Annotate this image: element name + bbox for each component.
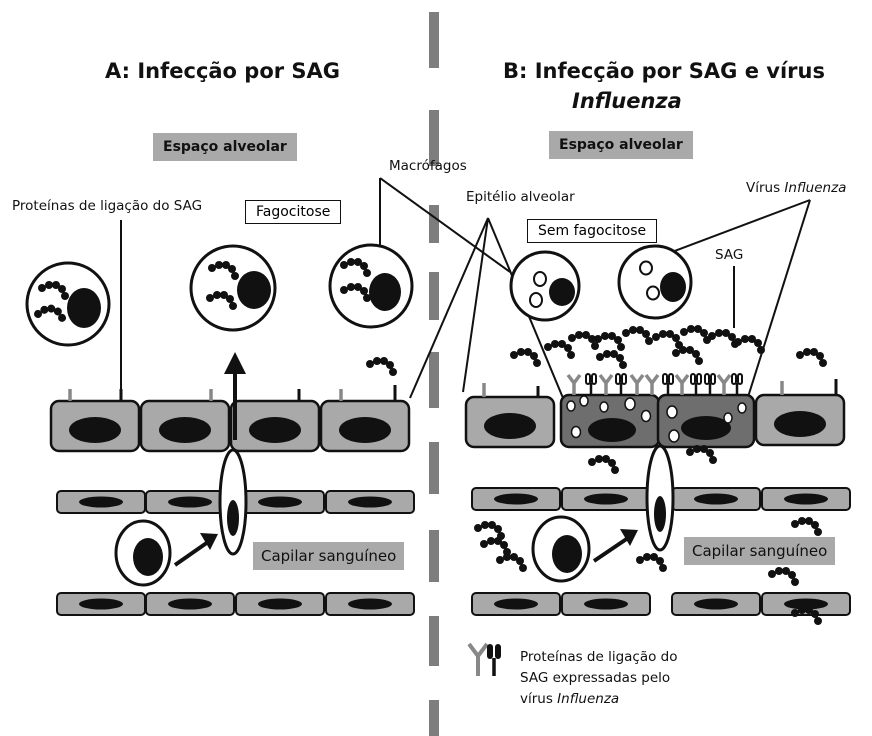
panel-b-alveolar-space: Espaço alveolar	[549, 131, 693, 159]
macrophage-a2	[189, 244, 277, 332]
panel-a-capillary-label: Capilar sanguíneo	[253, 542, 405, 570]
macrophages-label: Macrófagos	[389, 158, 467, 174]
macrophage-b1	[509, 250, 581, 322]
legend-line2: SAG expressadas pelo	[520, 670, 671, 686]
epithelium-b	[464, 393, 846, 449]
epithelium-a	[49, 399, 411, 453]
binding-proteins-label: Proteínas de ligação do SAG	[12, 198, 203, 214]
panel-b-graphics	[464, 244, 851, 625]
panel-b-title-line1: B: Infecção por SAG e vírus	[503, 59, 825, 83]
sag-label: SAG	[715, 247, 744, 263]
capillary-a-bottom	[56, 592, 415, 616]
panel-a-title: A: Infecção por SAG	[105, 59, 341, 83]
phagocytosis-label: Fagocitose	[245, 200, 342, 224]
no-phagocytosis-label: Sem fagocitose	[527, 219, 658, 243]
center-divider	[429, 12, 439, 736]
panel-a-alveolar-space: Espaço alveolar	[153, 133, 297, 161]
legend-line1: Proteínas de ligação do	[520, 649, 678, 665]
legend-line3-prefix: vírus	[520, 691, 558, 707]
virus-influenza-label: Vírus Influenza	[746, 180, 846, 196]
virus-label-italic: Influenza	[784, 180, 847, 196]
virus-label-prefix: Vírus	[746, 180, 785, 196]
macrophage-a3	[328, 243, 414, 329]
alveolar-epithelium-label: Epitélio alveolar	[466, 189, 575, 205]
panel-a-graphics	[25, 220, 415, 616]
macrophage-b2	[617, 244, 693, 320]
legend-line3: vírus Influenza	[520, 691, 619, 707]
panel-b-title-line2: Influenza	[572, 89, 682, 113]
legend-line3-italic: Influenza	[557, 691, 620, 707]
legend-receptor-icons	[467, 642, 501, 676]
macrophage-a1	[25, 261, 111, 347]
panel-b-capillary-label: Capilar sanguíneo	[684, 537, 836, 565]
